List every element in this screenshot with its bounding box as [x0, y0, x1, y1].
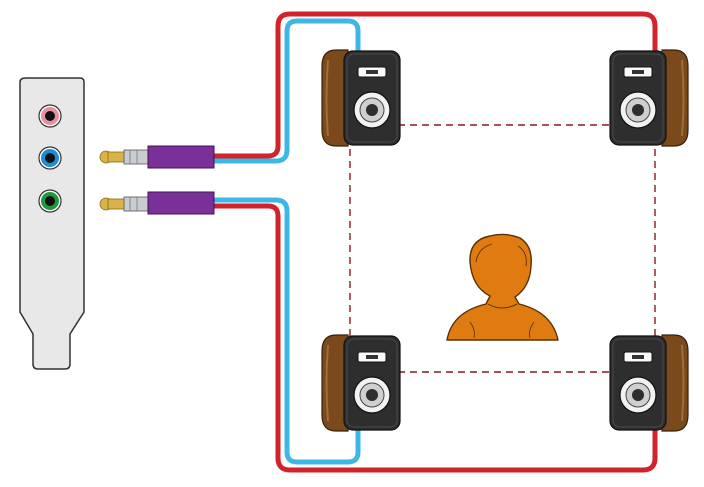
audio-port-green[interactable] — [38, 189, 62, 213]
speaker-rear-right — [609, 334, 689, 432]
speaker-layout-dashed-lines — [349, 124, 656, 373]
cable-blue-front — [211, 18, 361, 164]
speaker-rear-left — [321, 334, 401, 432]
cable-blue-rear — [211, 197, 361, 465]
sound-card-bracket — [19, 77, 85, 370]
cable-red-rear — [211, 203, 658, 473]
jack-plug-upper[interactable] — [99, 145, 215, 169]
jack-plug-lower[interactable] — [99, 191, 215, 215]
speaker-front-left — [321, 49, 401, 147]
listener-head-icon — [446, 233, 559, 341]
audio-port-pink[interactable] — [38, 104, 62, 128]
bracket-plate — [19, 77, 85, 370]
cable-red-front — [211, 11, 658, 159]
speaker-front-right — [609, 49, 689, 147]
cable-bundle — [211, 11, 658, 473]
audio-port-blue[interactable] — [38, 146, 62, 170]
